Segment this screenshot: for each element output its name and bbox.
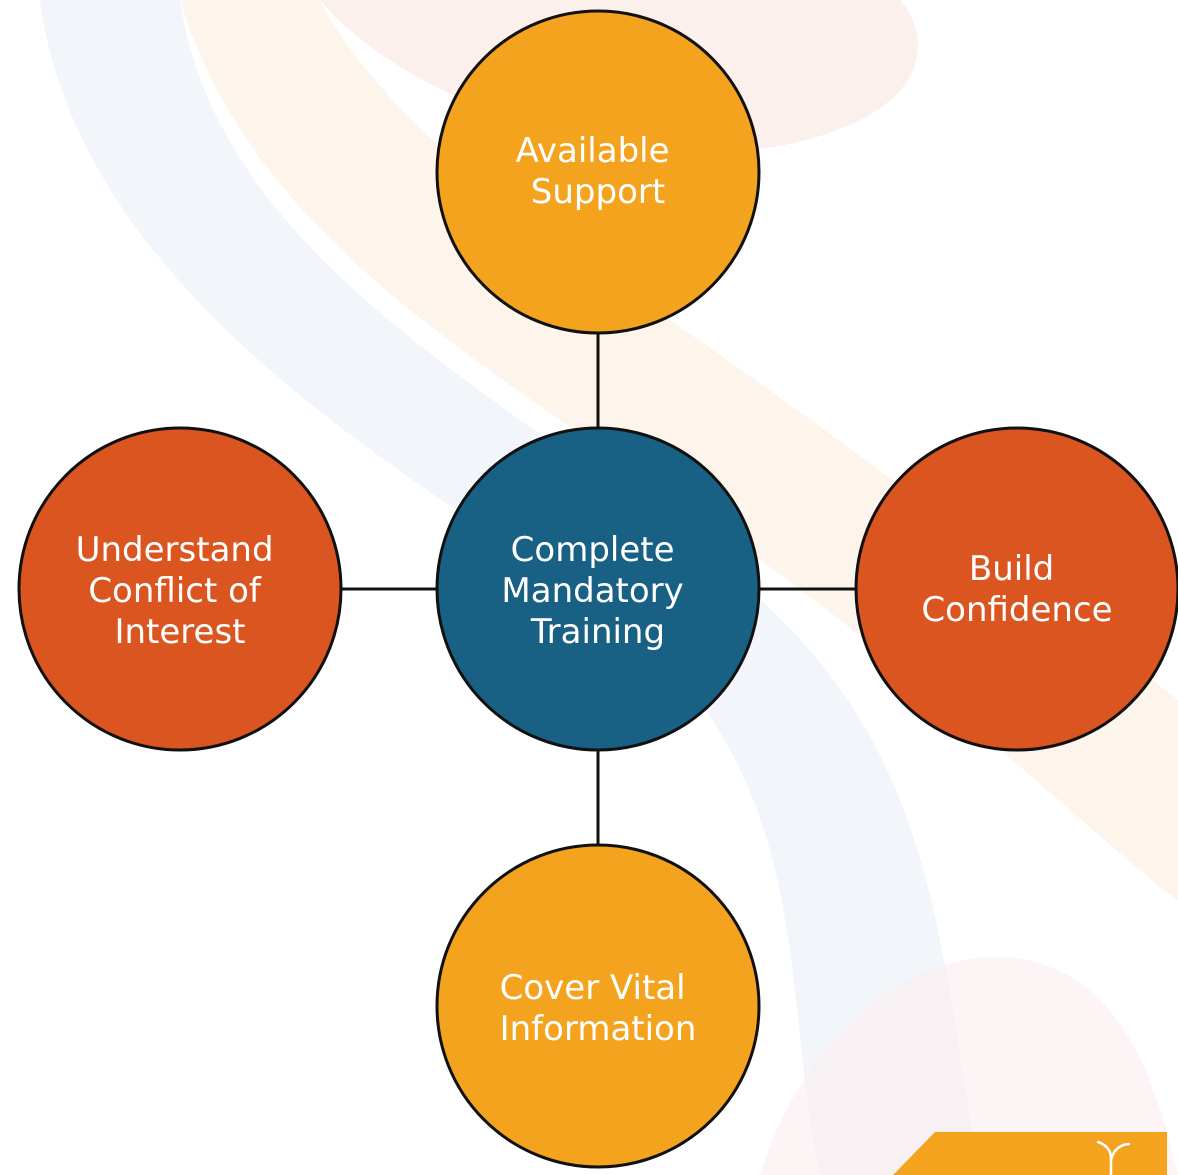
- node-available-support: Available Support: [435, 9, 761, 335]
- node-label-line: Build: [969, 549, 1054, 589]
- node-understand-conflict-of-interest: Understand Conflict of Interest: [17, 426, 343, 752]
- node-label-line: Training: [530, 612, 665, 652]
- corner-badge-shape: [893, 1132, 1167, 1175]
- corner-badge: [893, 1132, 1167, 1175]
- node-label-line: Support: [531, 172, 665, 212]
- node-cover-vital-information: Cover Vital Information: [435, 843, 761, 1169]
- node-label-line: Information: [500, 1009, 697, 1049]
- node-label-line: Complete: [511, 530, 675, 570]
- node-circle: [854, 426, 1178, 752]
- node-circle: [435, 843, 761, 1169]
- node-label-line: Conflict of: [88, 571, 262, 611]
- swoosh-pink-lower: [760, 956, 1178, 1175]
- node-complete-mandatory-training: Complete Mandatory Training: [435, 426, 761, 752]
- swoosh-blue-band: [40, 0, 980, 1175]
- node-label-line: Cover Vital: [500, 968, 686, 1008]
- node-label-line: Understand: [76, 530, 274, 570]
- svg-text:Available Support: Available Support: [516, 131, 681, 212]
- svg-text:Cover Vital Information: Cover Vital Information: [500, 968, 697, 1049]
- sprout-icon: [1096, 1140, 1131, 1175]
- node-circle: [17, 426, 343, 752]
- center-circle: [435, 426, 761, 752]
- node-label-line: Interest: [114, 612, 245, 652]
- node-circle: [435, 9, 761, 335]
- svg-text:Understand Conflict of: Understand Conflict of Interest: [76, 530, 285, 652]
- node-label-line: Mandatory: [501, 571, 683, 611]
- node-label-line: Available: [516, 131, 670, 171]
- svg-text:Build Confidence: Build Confidence: [921, 549, 1112, 630]
- node-build-confidence: Build Confidence: [854, 426, 1178, 752]
- svg-text:Complete Mandatory: Complete Mandatory Training: [501, 530, 694, 652]
- node-label-line: Confidence: [921, 590, 1112, 630]
